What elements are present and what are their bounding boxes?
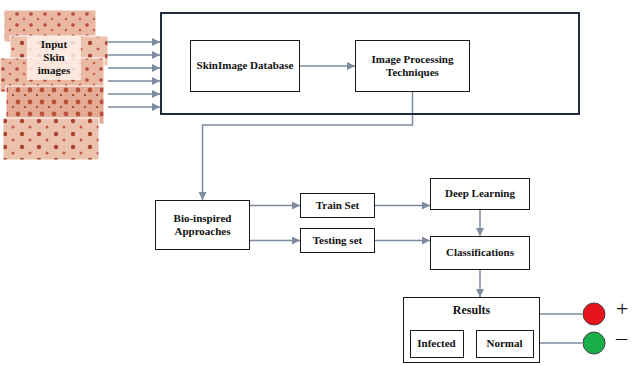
flow-arrow <box>108 54 160 56</box>
box-label: Classifications <box>446 246 514 259</box>
process-box: Bio-inspired Approaches <box>155 200 250 250</box>
flow-arrow <box>108 67 160 69</box>
process-box: Classifications <box>430 236 530 270</box>
image-stack: Input Skin images <box>0 10 108 160</box>
box-label: Input Skin images <box>27 36 81 80</box>
box-label: Results <box>404 303 539 317</box>
box-label: SkinImage Database <box>197 59 294 72</box>
skin-photo-stack <box>0 10 108 160</box>
process-box: Image Processing Techniques <box>355 40 470 92</box>
result-box: Normal <box>476 330 534 358</box>
results-box: ResultsInfected Normal <box>403 297 540 363</box>
flow-arrow <box>375 240 430 242</box>
flow-arrow <box>540 313 582 315</box>
flow-arrow <box>203 92 413 200</box>
skin-photo <box>3 118 99 160</box>
flow-arrow <box>108 80 160 82</box>
data-box: Train Set <box>300 193 375 218</box>
box-label: Normal <box>486 337 522 350</box>
sign-label: – <box>616 327 627 349</box>
flow-arrow <box>479 210 481 236</box>
box-label: Testing set <box>313 234 362 247</box>
indicator-dot <box>583 332 605 354</box>
flow-arrow <box>108 106 160 108</box>
box-label: Train Set <box>316 199 360 212</box>
result-box: Infected <box>410 330 464 358</box>
flow-arrow <box>540 342 582 344</box>
indicator-dot <box>583 303 605 325</box>
process-box: Deep Learning <box>430 178 530 210</box>
indicator-circle: + <box>582 302 606 326</box>
indicator-circle: – <box>582 331 606 355</box>
box-label: Deep Learning <box>445 187 515 200</box>
flow-arrow <box>250 205 300 207</box>
box-label: Image Processing Techniques <box>361 53 464 79</box>
flow-arrow <box>300 65 355 67</box>
box-label: Infected <box>417 337 456 350</box>
flow-arrow <box>108 41 160 43</box>
flow-arrow <box>250 240 300 242</box>
flow-arrow <box>479 270 481 297</box>
box-label: Bio-inspired Approaches <box>161 212 244 238</box>
system-box: SkinImage Database Image Processing Techn… <box>160 12 580 115</box>
flow-arrow <box>108 93 160 95</box>
sign-label: + <box>616 298 628 320</box>
circle-shape <box>582 302 606 326</box>
process-box: SkinImage Database <box>190 40 300 92</box>
data-box: Testing set <box>300 228 375 253</box>
flow-arrow <box>375 205 430 207</box>
circle-shape <box>582 331 606 355</box>
